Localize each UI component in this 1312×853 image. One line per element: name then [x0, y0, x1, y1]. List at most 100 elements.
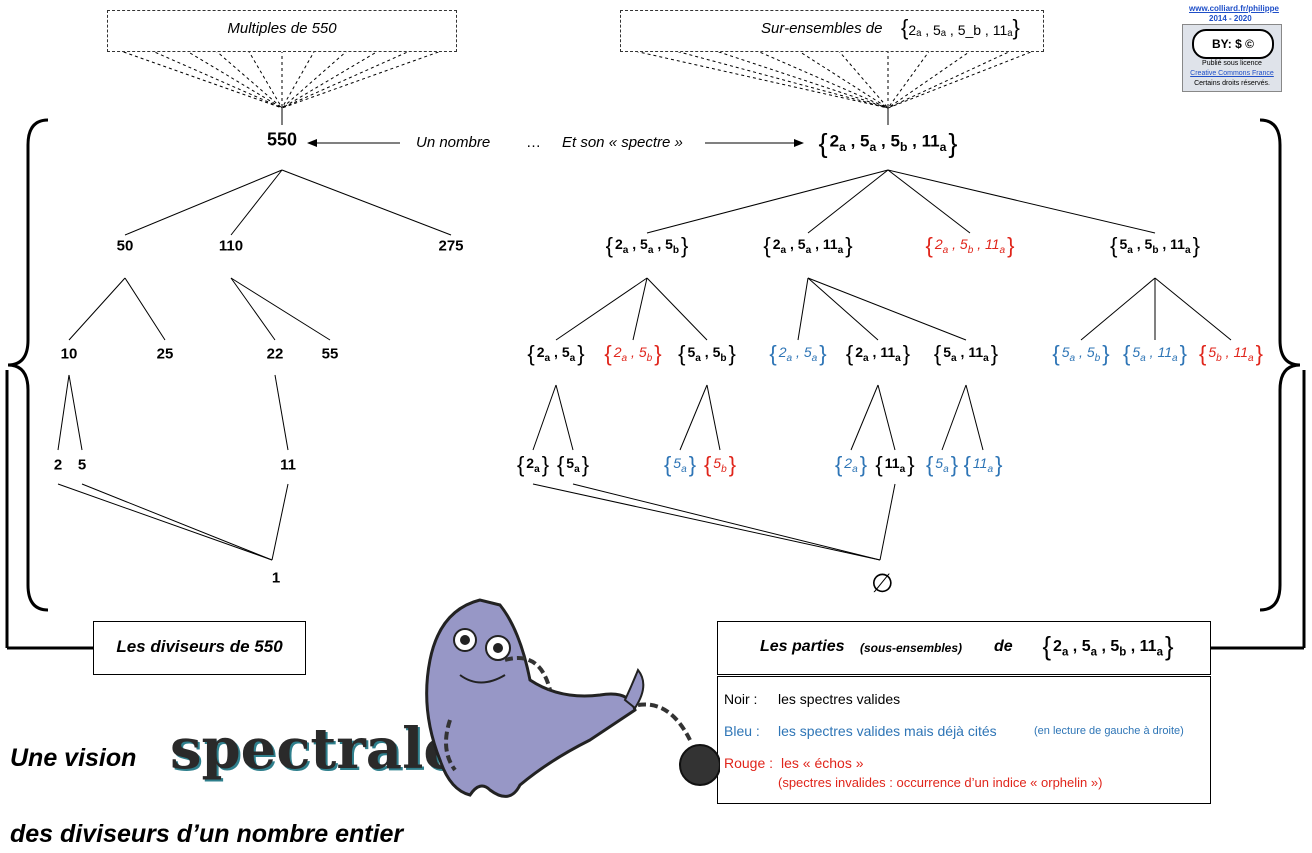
divisor-node: 22: [266, 345, 284, 363]
ghost-icon: [425, 598, 720, 798]
divisor-node: 11: [280, 456, 296, 474]
legend-red-note: (spectres invalides : occurrence d’un in…: [778, 775, 1103, 790]
edge: [81, 483, 273, 561]
legend-blue-key: Bleu :: [724, 723, 760, 739]
label-un-nombre: Un nombre: [416, 134, 491, 151]
empty-set: ∅: [871, 568, 894, 598]
parts-set: {2a , 5a , 5b , 11a}: [1042, 633, 1174, 662]
title-part-2: des diviseurs d’un nombre entier: [10, 820, 404, 848]
edge: [281, 169, 452, 236]
edge: [117, 49, 283, 109]
edge: [271, 483, 289, 561]
edge: [887, 169, 971, 234]
spectrum-node: {2a , 11a}: [845, 341, 911, 366]
creative-commons-icon: BY: $ ©: [1192, 29, 1274, 59]
edge: [572, 483, 881, 561]
spectrum-node: {5a}: [556, 452, 590, 477]
legend-red-key: Rouge :: [724, 755, 774, 771]
edge: [124, 169, 283, 236]
legend-red-text: les « échos »: [781, 755, 864, 771]
edge: [632, 277, 648, 341]
edge: [887, 169, 1156, 234]
edge: [807, 277, 967, 341]
edge: [57, 374, 70, 451]
license-text-1: Publié sous licence: [1202, 60, 1262, 67]
superset-label: Sur-ensembles de: [761, 20, 883, 37]
divisor-node: 10: [60, 345, 78, 363]
edge: [555, 277, 648, 341]
divisors-label: Les diviseurs de 550: [116, 637, 283, 656]
edge: [837, 49, 889, 109]
multiples-box: Multiples de 550: [107, 10, 457, 52]
spectrum-node: {5b}: [703, 452, 737, 477]
spectrum-node: {5a}: [925, 452, 959, 477]
license-box: BY: $ © Publié sous licence Creative Com…: [1182, 24, 1282, 92]
ball-and-chain-icon: [679, 744, 720, 786]
edge: [887, 49, 1037, 109]
edge: [68, 277, 126, 341]
edge: [671, 49, 889, 109]
edge: [887, 49, 973, 109]
title-spectrale: spectrale: [170, 716, 459, 782]
legend-black-key: Noir :: [724, 691, 758, 707]
edge: [281, 49, 445, 109]
edge: [1080, 277, 1156, 341]
edge: [712, 49, 889, 109]
spectrum-node: {2a}: [516, 452, 550, 477]
edge: [850, 384, 879, 451]
edge: [796, 49, 889, 109]
spectrum-node: {2a , 5b}: [604, 341, 662, 366]
edge: [679, 384, 708, 451]
legend-blue-note: (en lecture de gauche à droite): [1034, 725, 1184, 737]
spectrum-node: {2a , 5a}: [769, 341, 827, 366]
spectrum-node: {5a , 11a}: [933, 341, 999, 366]
root-number: 550: [266, 129, 298, 150]
divisor-node: 25: [156, 345, 174, 363]
edge: [230, 169, 283, 236]
divisor-node: 55: [321, 345, 339, 363]
edge: [754, 49, 889, 109]
edge: [807, 277, 879, 341]
spectrum-node: {5a , 11a}: [1123, 341, 1187, 366]
edge: [281, 49, 316, 109]
edge: [68, 374, 83, 451]
superset-box: Sur-ensembles de {2ₐ , 5ₐ , 5_b , 11ₐ}: [620, 10, 1044, 52]
edge: [887, 49, 1014, 109]
root-spectrum: {2a , 5a , 5b , 11a}: [818, 127, 958, 159]
license-text-3: Certains droits réservés.: [1194, 80, 1270, 87]
edge: [646, 277, 708, 341]
spectrum-node: {11a}: [875, 452, 915, 477]
divisors-box: Les diviseurs de 550: [93, 621, 306, 675]
edge: [532, 384, 557, 451]
edge: [887, 49, 931, 109]
edge: [807, 169, 889, 234]
edge: [646, 169, 889, 234]
divisor-node: 5: [77, 456, 87, 474]
spectrum-node: {5b , 11a}: [1199, 341, 1263, 366]
license-text-2[interactable]: Creative Commons France: [1190, 70, 1274, 77]
divisor-node: 2: [53, 456, 63, 474]
edge: [149, 49, 283, 109]
edge: [706, 384, 721, 451]
superset-set: {2ₐ , 5ₐ , 5_b , 11ₐ}: [901, 15, 1020, 40]
edge: [184, 49, 283, 109]
multiples-label: Multiples de 550: [227, 20, 337, 37]
spectrum-node: {5a , 5b}: [1052, 341, 1110, 366]
legend-black-text: les spectres valides: [778, 691, 901, 707]
right-brace: [1259, 118, 1301, 612]
spectrum-node: {2a , 5a , 11a}: [763, 233, 853, 258]
edge: [281, 49, 349, 109]
parts-label-2: (sous-ensembles): [860, 641, 963, 655]
legend-blue-text: les spectres valides mais déjà cités: [778, 723, 997, 739]
spectrum-node: {5a , 5b}: [678, 341, 736, 366]
license-url[interactable]: www.colliard.fr/philippe: [1189, 4, 1279, 13]
divisor-node: 50: [116, 237, 134, 255]
edge: [247, 49, 283, 109]
edge: [281, 49, 381, 109]
edge: [274, 374, 289, 451]
left-brace: [7, 118, 49, 612]
spectrum-node: {5a}: [663, 452, 697, 477]
parts-box: Les parties (sous-ensembles) de {2a , 5a…: [717, 621, 1211, 675]
edge: [797, 277, 809, 341]
edge: [555, 384, 574, 451]
